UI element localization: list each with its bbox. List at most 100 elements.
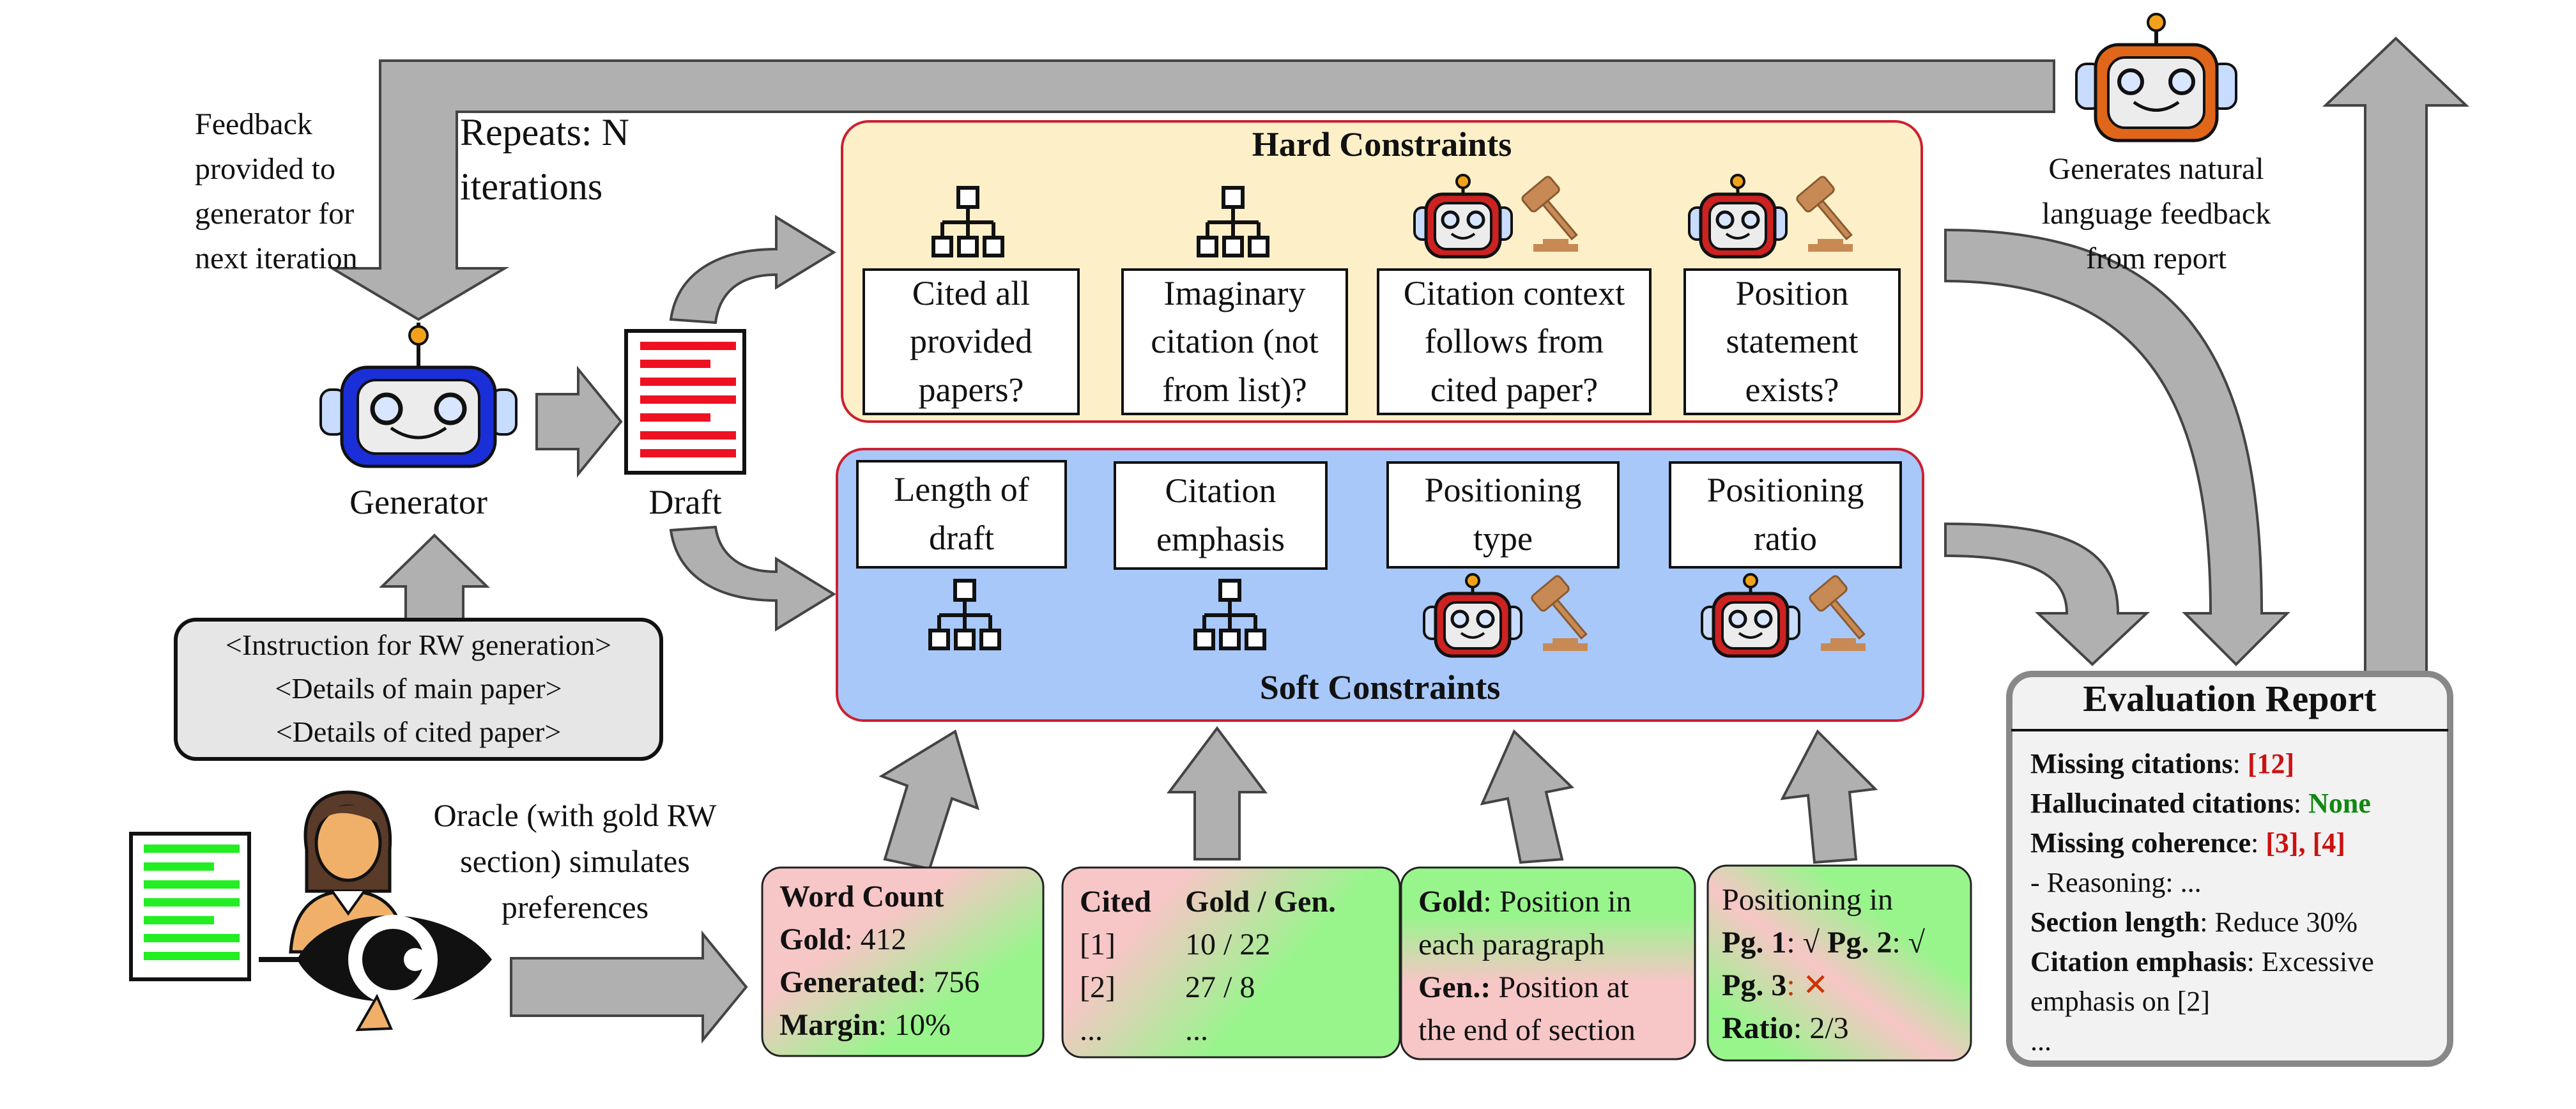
hierarchy-icon: [931, 186, 1004, 257]
report-hallucinated-label: Hallucinated citations: [2030, 788, 2294, 819]
citations-col-gold-gen: Gold / Gen.: [1185, 885, 1337, 919]
soft-constraint-line: Positioning: [1424, 471, 1582, 510]
soft-constraint-line: draft: [929, 519, 994, 557]
soft-constraints-panel: [836, 448, 1924, 722]
evaluation-report-title: Evaluation Report: [2083, 678, 2377, 719]
report-emphasis-label: Citation emphasis: [2030, 946, 2247, 977]
feedback-caption-line: from report: [2086, 241, 2227, 275]
word-count-generated-value: : 756: [917, 965, 980, 999]
position-gold-text2: each paragraph: [1418, 928, 1605, 961]
feedback-loop-arrow-top: [327, 59, 2055, 321]
hard-constraint-line: exists?: [1745, 370, 1839, 409]
citations-box-bg: [1061, 866, 1401, 1059]
instruction-line: <Details of cited paper>: [275, 715, 562, 748]
hard-constraint-line: follows from: [1424, 322, 1604, 361]
robot-judge-icon: [1701, 573, 1866, 658]
feedback-robot-icon: [2075, 13, 2237, 142]
hard-constraint-citation-context: Citation context follows from cited paper?: [1377, 268, 1652, 415]
feedback-loop-arrow-up: [2322, 36, 2469, 678]
instruction-box: <Instruction for RW generation> <Details…: [176, 623, 661, 754]
report-emphasis-value: : Excessive: [2246, 946, 2374, 977]
instruction-line: <Details of main paper>: [275, 672, 562, 705]
citations-cell: 27 / 8: [1185, 970, 1255, 1004]
hard-constraint-line: from list)?: [1162, 370, 1307, 409]
word-count-margin-value: : 10%: [878, 1008, 951, 1042]
robot-judge-icon: [1423, 573, 1588, 658]
hard-to-report-arrow: [1944, 228, 2290, 666]
position-gen-label: Gen.:: [1418, 970, 1491, 1004]
position-gen-text: Position at: [1491, 970, 1629, 1004]
ratio-pg3-label: Pg. 3: [1722, 968, 1787, 1002]
hierarchy-icon: [1197, 186, 1269, 257]
soft-constraint-line: Positioning: [1706, 471, 1864, 510]
report-hallucinated-value: None: [2308, 788, 2371, 819]
ratio-pg1-label: Pg. 1: [1722, 926, 1787, 960]
report-reasoning: - Reasoning: ...: [2030, 867, 2202, 898]
ratio-pg1-mark: : √: [1786, 926, 1820, 960]
instruction-to-generator-arrow: [379, 533, 490, 621]
draft-document-icon: [624, 329, 746, 475]
citations-cell: ...: [1080, 1013, 1103, 1047]
citations-cell: 10 / 22: [1185, 928, 1271, 961]
generator-to-draft-arrow: [535, 365, 623, 478]
report-section-length-label: Section length: [2030, 906, 2200, 938]
soft-constraint-positioning-type: Positioning type: [1386, 461, 1620, 569]
report-coherence-label: Missing coherence: [2030, 827, 2251, 859]
feedback-note-line: next iteration: [195, 241, 358, 275]
hard-constraint-line: Citation context: [1403, 273, 1625, 312]
position-gen-text2: the end of section: [1418, 1013, 1636, 1047]
oracle-eye-icon: [259, 915, 492, 1032]
citations-row: ......: [1080, 1009, 1336, 1052]
citations-cell: ...: [1185, 1013, 1208, 1047]
soft-constraint-line: ratio: [1754, 519, 1817, 558]
soft-constraint-line: Citation: [1165, 471, 1276, 510]
soft-to-report-arrow: [1944, 522, 2150, 666]
soft-constraint-positioning-ratio: Positioning ratio: [1669, 461, 1902, 569]
repeats-note-line: iterations: [460, 165, 603, 208]
draft-to-soft-arrow: [669, 525, 836, 632]
word-count-generated-label: Generated: [779, 965, 917, 999]
preference-up-arrows: [878, 726, 1878, 871]
word-count-margin-label: Margin: [779, 1008, 878, 1042]
draft-to-hard-arrow: [669, 215, 836, 325]
hard-constraint-line: cited paper?: [1430, 370, 1598, 409]
repeats-note-line: Repeats: N: [460, 111, 629, 153]
instruction-line: <Instruction for RW generation>: [225, 629, 612, 661]
robot-judge-icon: [1413, 174, 1578, 259]
report-section-length-value: : Reduce 30%: [2200, 906, 2358, 938]
word-count-gold-label: Gold: [779, 922, 845, 956]
repeats-note: Repeats: N iterations: [460, 105, 629, 214]
hard-constraint-line: citation (not: [1151, 322, 1319, 361]
hard-constraint-line: Imaginary: [1163, 273, 1306, 312]
word-count-box: Word Count Gold: 412 Generated: 756 Marg…: [779, 875, 979, 1046]
ratio-box: Positioning in Pg. 1: √ Pg. 2: √ Pg. 3: …: [1722, 878, 1925, 1050]
evaluation-report-body: Missing citations: [12] Hallucinated cit…: [2030, 744, 2374, 1061]
feedback-note: Feedback provided to generator for next …: [195, 102, 358, 281]
hard-constraint-imaginary-citation: Imaginary citation (not from list)?: [1121, 268, 1348, 415]
report-missing-citations-value: [12]: [2247, 748, 2295, 779]
oracle-caption-line: section) simulates: [460, 843, 690, 879]
hard-constraint-line: Position: [1735, 273, 1849, 312]
position-box: Gold: Position in each paragraph Gen.: P…: [1418, 880, 1636, 1052]
report-emphasis-value2: emphasis on [2]: [2030, 986, 2211, 1017]
citations-cell: [2]: [1080, 970, 1116, 1004]
feedback-note-line: Feedback: [195, 107, 312, 141]
feedback-note-line: generator for: [195, 197, 355, 231]
generator-label: Generator: [349, 483, 487, 521]
hard-constraint-line: provided: [910, 322, 1032, 361]
report-missing-citations-label: Missing citations: [2030, 748, 2233, 779]
robot-judge-icon: [1688, 174, 1853, 259]
ratio-title: Positioning in: [1722, 883, 1894, 917]
report-ellipsis: ...: [2030, 1025, 2051, 1057]
ratio-pg2-label: Pg. 2: [1827, 926, 1892, 960]
feedback-caption-line: Generates natural: [2048, 152, 2264, 186]
word-count-title: Word Count: [779, 880, 944, 914]
soft-constraint-line: type: [1473, 519, 1533, 558]
citations-row: [1]10 / 22: [1080, 923, 1336, 966]
feedback-note-line: provided to: [195, 152, 335, 186]
